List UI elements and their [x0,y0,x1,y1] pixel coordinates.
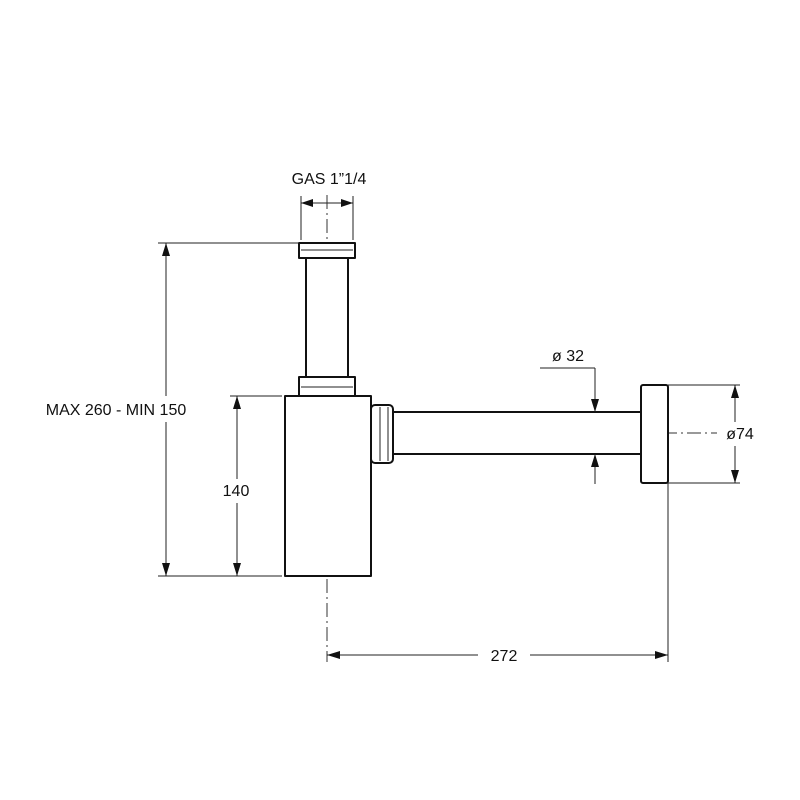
length-label: 272 [491,648,518,665]
thread-label: GAS 1”1/4 [292,171,367,188]
body-height-dimension: 140 [212,395,282,576]
outlet-diameter-label: ø 32 [552,348,584,365]
wall-flange [640,384,669,484]
body-height-label: 140 [223,483,250,500]
height-range-label: MAX 260 - MIN 150 [46,402,187,419]
thread-dimension: GAS 1”1/4 [292,171,367,240]
flange-diameter-label: ø74 [726,426,754,443]
bottle-body [284,395,372,577]
outlet-diameter-dimension: ø 32 [540,348,599,484]
length-dimension: 272 [327,483,669,667]
inlet-tube [305,257,349,378]
height-range-dimension: MAX 260 - MIN 150 [18,242,298,577]
side-coupling [370,404,394,464]
outlet-pipe [392,411,642,455]
flange-diameter-dimension: ø74 [668,384,763,484]
bottle-trap [284,242,669,577]
